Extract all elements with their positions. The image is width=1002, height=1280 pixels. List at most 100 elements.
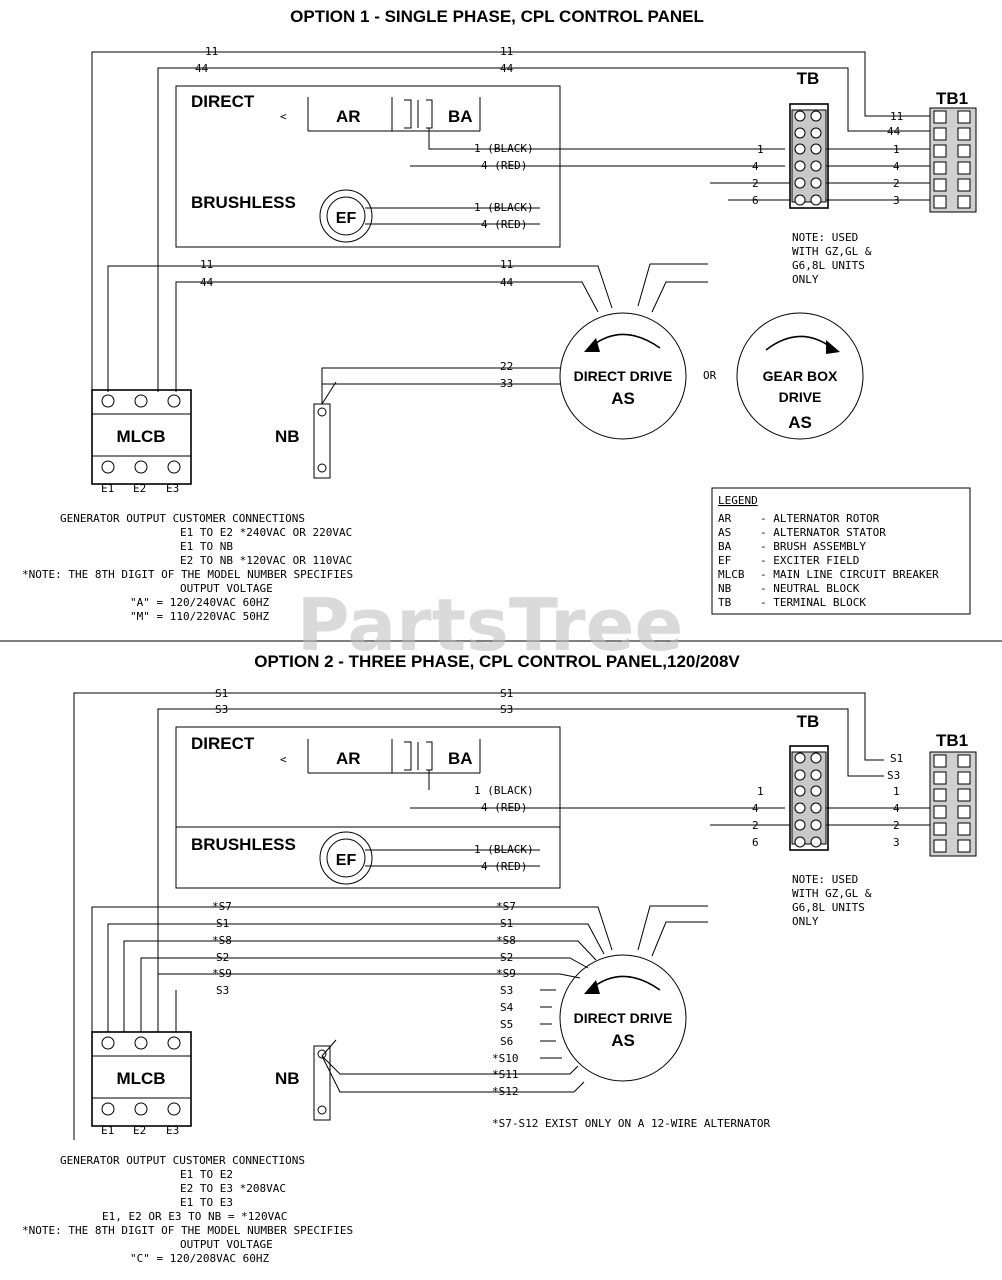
svg-text:*S7: *S7	[496, 900, 516, 913]
svg-text:GENERATOR OUTPUT CUSTOMER CONN: GENERATOR OUTPUT CUSTOMER CONNECTIONS	[60, 512, 305, 525]
option2-title: OPTION 2 - THREE PHASE, CPL CONTROL PANE…	[254, 652, 740, 671]
svg-text:AS: AS	[788, 413, 812, 432]
option2-customer-connections: GENERATOR OUTPUT CUSTOMER CONNECTIONS E1…	[22, 1154, 353, 1265]
svg-text:S4: S4	[500, 1001, 514, 1014]
svg-text:S6: S6	[500, 1035, 513, 1048]
svg-text:E1 TO E2: E1 TO E2	[180, 1168, 233, 1181]
svg-text:AR: AR	[336, 749, 361, 768]
svg-text:E2: E2	[133, 482, 146, 495]
or-label: OR	[703, 369, 717, 382]
svg-text:NB: NB	[718, 582, 732, 595]
svg-text:S1: S1	[890, 752, 903, 765]
svg-text:S3: S3	[887, 769, 900, 782]
brushless-label: BRUSHLESS	[191, 193, 296, 212]
svg-text:S1: S1	[216, 917, 229, 930]
svg-text:TB: TB	[797, 69, 820, 88]
svg-text:11: 11	[500, 258, 513, 271]
option1-neutral-block: NB	[275, 403, 331, 479]
svg-text:"M" = 110/220VAC 50HZ: "M" = 110/220VAC 50HZ	[130, 610, 269, 623]
svg-text:11: 11	[500, 45, 513, 58]
svg-text:LEGEND: LEGEND	[718, 494, 758, 507]
svg-text:22: 22	[500, 360, 513, 373]
ba-label: BA	[448, 107, 473, 126]
svg-text:1: 1	[893, 785, 900, 798]
svg-text:"C" = 120/208VAC 60HZ: "C" = 120/208VAC 60HZ	[130, 1252, 269, 1265]
svg-text:OUTPUT VOLTAGE: OUTPUT VOLTAGE	[180, 582, 273, 595]
svg-text:DIRECT DRIVE: DIRECT DRIVE	[574, 1010, 673, 1026]
svg-text:6: 6	[752, 836, 759, 849]
svg-text:MLCB: MLCB	[116, 1069, 165, 1088]
svg-text:S3: S3	[216, 984, 229, 997]
svg-text:ONLY: ONLY	[792, 915, 819, 928]
svg-text:11: 11	[200, 258, 213, 271]
svg-text:*S7: *S7	[212, 900, 232, 913]
option1-tb-note: NOTE: USED WITH GZ,GL & G6,8L UNITS ONLY	[792, 231, 872, 286]
svg-text:NOTE: USED: NOTE: USED	[792, 231, 858, 244]
svg-text:- EXCITER FIELD: - EXCITER FIELD	[760, 554, 859, 567]
svg-text:S5: S5	[500, 1018, 513, 1031]
option1-customer-connections: GENERATOR OUTPUT CUSTOMER CONNECTIONS E1…	[22, 512, 353, 623]
svg-text:- ALTERNATOR STATOR: - ALTERNATOR STATOR	[760, 526, 886, 539]
svg-text:E1 TO E2 *240VAC OR 220VAC: E1 TO E2 *240VAC OR 220VAC	[180, 526, 352, 539]
svg-text:E2: E2	[133, 1124, 146, 1137]
option2-mlcb: MLCB E1 E2 E3	[73, 1031, 192, 1140]
ar-label: AR	[336, 107, 361, 126]
svg-text:ONLY: ONLY	[792, 273, 819, 286]
svg-text:DIRECT: DIRECT	[191, 734, 255, 753]
svg-text:GEAR BOX: GEAR BOX	[763, 368, 838, 384]
svg-text:11: 11	[205, 45, 218, 58]
svg-text:TB1: TB1	[936, 731, 968, 750]
direct-label: DIRECT	[191, 92, 255, 111]
svg-text:*S8: *S8	[212, 934, 232, 947]
svg-text:- BRUSH ASSEMBLY: - BRUSH ASSEMBLY	[760, 540, 866, 553]
svg-text:G6,8L UNITS: G6,8L UNITS	[792, 901, 865, 914]
svg-text:TB: TB	[797, 712, 820, 731]
svg-text:WITH GZ,GL &: WITH GZ,GL &	[792, 245, 872, 258]
svg-text:AS: AS	[611, 1031, 635, 1050]
option1-direct-drive-stator: DIRECT DRIVE AS	[559, 312, 687, 440]
option1-tb1-block: TB1 11 44 1 4 2 3	[884, 89, 977, 213]
svg-text:1: 1	[893, 143, 900, 156]
option2-top-wires: S1 S1 S3 S3	[73, 687, 884, 1032]
svg-text:4 (RED): 4 (RED)	[481, 159, 527, 172]
svg-text:3: 3	[893, 836, 900, 849]
svg-text:4 (RED): 4 (RED)	[481, 860, 527, 873]
svg-text:4: 4	[893, 802, 900, 815]
svg-text:E1 TO NB: E1 TO NB	[180, 540, 233, 553]
option2-control-panel: DIRECT < AR BA 1 (BLACK) 4 (RED) BRUSHLE…	[175, 726, 785, 889]
svg-text:4: 4	[752, 802, 759, 815]
svg-text:- MAIN LINE CIRCUIT BREAKER: - MAIN LINE CIRCUIT BREAKER	[760, 568, 939, 581]
svg-text:S3: S3	[215, 703, 228, 716]
svg-text:4: 4	[893, 160, 900, 173]
svg-text:1 (BLACK): 1 (BLACK)	[474, 843, 534, 856]
ef-label: EF	[336, 210, 357, 227]
svg-text:BRUSHLESS: BRUSHLESS	[191, 835, 296, 854]
svg-text:S1: S1	[500, 687, 513, 700]
option2-tb-block: TB 1 4 2 6	[710, 712, 930, 851]
option1-top-wires: 11 11 44 44	[91, 45, 884, 392]
option1-tb-block: TB 1 4 2 6	[710, 69, 930, 209]
svg-text:E2 TO NB *120VAC OR 110VAC: E2 TO NB *120VAC OR 110VAC	[180, 554, 352, 567]
svg-text:1 (BLACK): 1 (BLACK)	[474, 201, 534, 214]
svg-text:OUTPUT VOLTAGE: OUTPUT VOLTAGE	[180, 1238, 273, 1251]
svg-text:S3: S3	[500, 703, 513, 716]
svg-text:MLCB: MLCB	[116, 427, 165, 446]
option1-gear-box-stator: GEAR BOX DRIVE AS	[736, 312, 864, 440]
svg-text:2: 2	[893, 177, 900, 190]
svg-text:TB: TB	[718, 596, 732, 609]
option2-tb1-block: TB1 S1 S3 1 4 2 3	[887, 731, 977, 857]
svg-text:*NOTE: THE 8TH DIGIT OF THE MO: *NOTE: THE 8TH DIGIT OF THE MODEL NUMBER…	[22, 1224, 353, 1237]
svg-text:1: 1	[757, 785, 764, 798]
svg-text:44: 44	[500, 276, 514, 289]
svg-text:*S8: *S8	[496, 934, 516, 947]
svg-text:1 (BLACK): 1 (BLACK)	[474, 784, 534, 797]
svg-text:4 (RED): 4 (RED)	[481, 801, 527, 814]
svg-text:3: 3	[893, 194, 900, 207]
svg-text:E1: E1	[101, 1124, 114, 1137]
option2-neutral-block: NB	[275, 1045, 331, 1121]
watermark: PartsTree	[297, 583, 684, 667]
option2-tb-note: NOTE: USED WITH GZ,GL & G6,8L UNITS ONLY	[792, 873, 872, 928]
svg-text:*NOTE: THE 8TH DIGIT OF THE MO: *NOTE: THE 8TH DIGIT OF THE MODEL NUMBER…	[22, 568, 353, 581]
svg-text:BA: BA	[448, 749, 473, 768]
svg-text:NB: NB	[275, 427, 300, 446]
